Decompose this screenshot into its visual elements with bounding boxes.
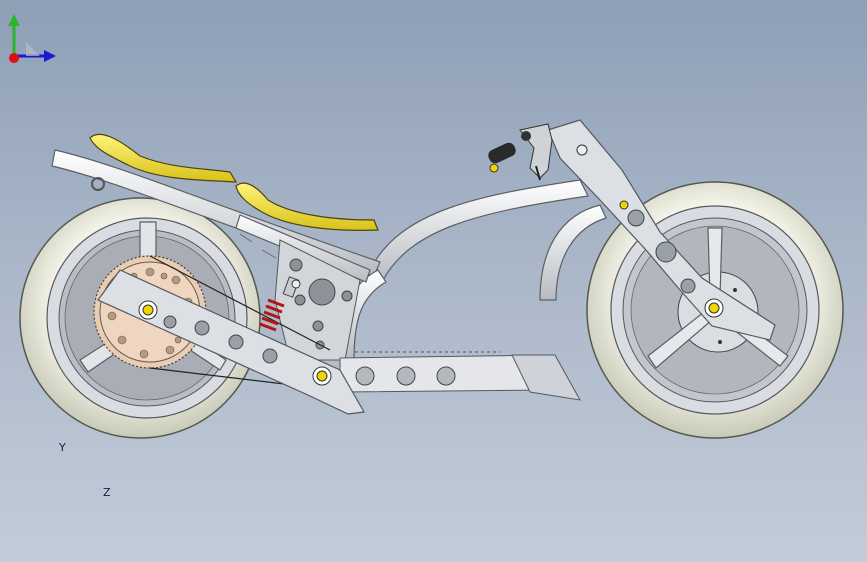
sketch-marks <box>239 233 277 259</box>
z-axis-label: Z <box>103 486 111 499</box>
throttle-grip <box>488 142 516 164</box>
lower-frame-box <box>339 351 581 401</box>
rear-seat-pad[interactable] <box>89 133 238 183</box>
y-axis-label: Y <box>59 441 66 454</box>
front-spokes <box>647 227 789 369</box>
tie-down-ring <box>91 177 105 191</box>
swingarm[interactable] <box>97 269 365 415</box>
frame[interactable] <box>51 149 607 361</box>
front-seat-pad[interactable] <box>235 182 379 231</box>
coordinate-triad <box>8 14 56 63</box>
handlebar-controls[interactable] <box>486 123 553 181</box>
front-fork[interactable] <box>547 119 776 341</box>
rear-shock <box>259 276 301 332</box>
